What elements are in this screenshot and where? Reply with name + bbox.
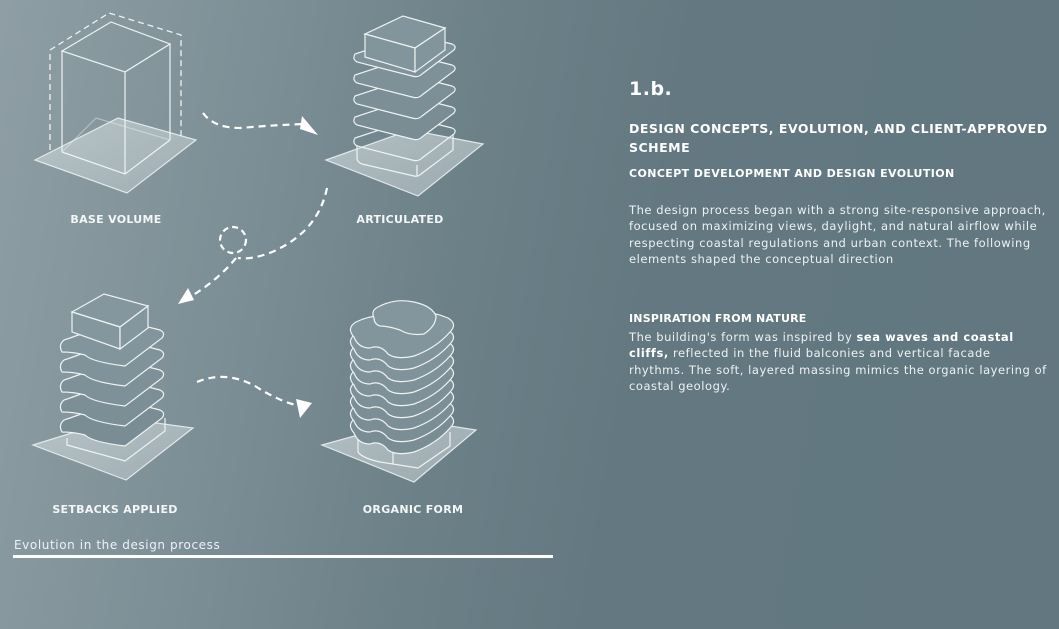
paragraph-inspiration-rest: reflected in the fluid balconies and ver… (629, 346, 1047, 394)
dashed-path (189, 257, 237, 298)
paragraph-inspiration-lead: The building's form was inspired by (629, 330, 857, 345)
organic-floors (349, 310, 455, 455)
paragraph-inspiration: The building's form was inspired by sea … (629, 329, 1049, 394)
dashed-path (196, 375, 301, 408)
arrowhead-icon (300, 116, 318, 135)
ground-plate (324, 129, 485, 197)
diagram-caption: Evolution in the design process (14, 538, 221, 552)
subheading-concept-development: CONCEPT DEVELOPMENT AND DESIGN EVOLUTION (629, 167, 955, 180)
articulated-illustration (324, 15, 485, 197)
base-volume-illustration (33, 12, 198, 194)
section-number: 1.b. (629, 78, 673, 100)
dashed-loop (218, 225, 248, 255)
dashed-path (237, 187, 329, 260)
stage-label-articulated: ARTICULATED (356, 213, 444, 226)
organic-form-illustration (320, 300, 478, 483)
paragraph-design-process: The design process began with a strong s… (629, 203, 1046, 266)
diagram-drawing (31, 12, 485, 483)
arrow-articulated-to-setbacks (178, 187, 329, 304)
top-box (363, 15, 447, 74)
stepped-floors (59, 319, 166, 462)
organic-top (372, 300, 437, 336)
ground-plate (33, 117, 198, 194)
arrow-setbacks-to-organic (196, 375, 312, 418)
top-box (70, 293, 150, 351)
setbacks-applied-illustration (31, 293, 195, 481)
arrow-base-to-articulated (202, 112, 318, 135)
section-title: DESIGN CONCEPTS, EVOLUTION, AND CLIENT-A… (629, 121, 1048, 155)
dashed-path (202, 112, 306, 130)
arrowhead-icon (178, 288, 194, 304)
paragraph-inspiration-emphasis: sea waves and coastal cliffs, (629, 330, 1014, 361)
caption-underline (13, 555, 553, 558)
stage-label-base-volume: BASE VOLUME (70, 213, 162, 226)
text-column: 1.b. DESIGN CONCEPTS, EVOLUTION, AND CLI… (629, 78, 1049, 394)
box-top (60, 21, 172, 73)
arrowhead-icon (296, 399, 312, 418)
stage-label-setbacks-applied: SETBACKS APPLIED (52, 503, 178, 516)
stage-label-organic-form: ORGANIC FORM (362, 503, 464, 516)
design-evolution-diagram: BASE VOLUME ARTICULATED SETBACKS APPLIED… (13, 12, 553, 558)
subheading-inspiration: INSPIRATION FROM NATURE (629, 312, 807, 326)
